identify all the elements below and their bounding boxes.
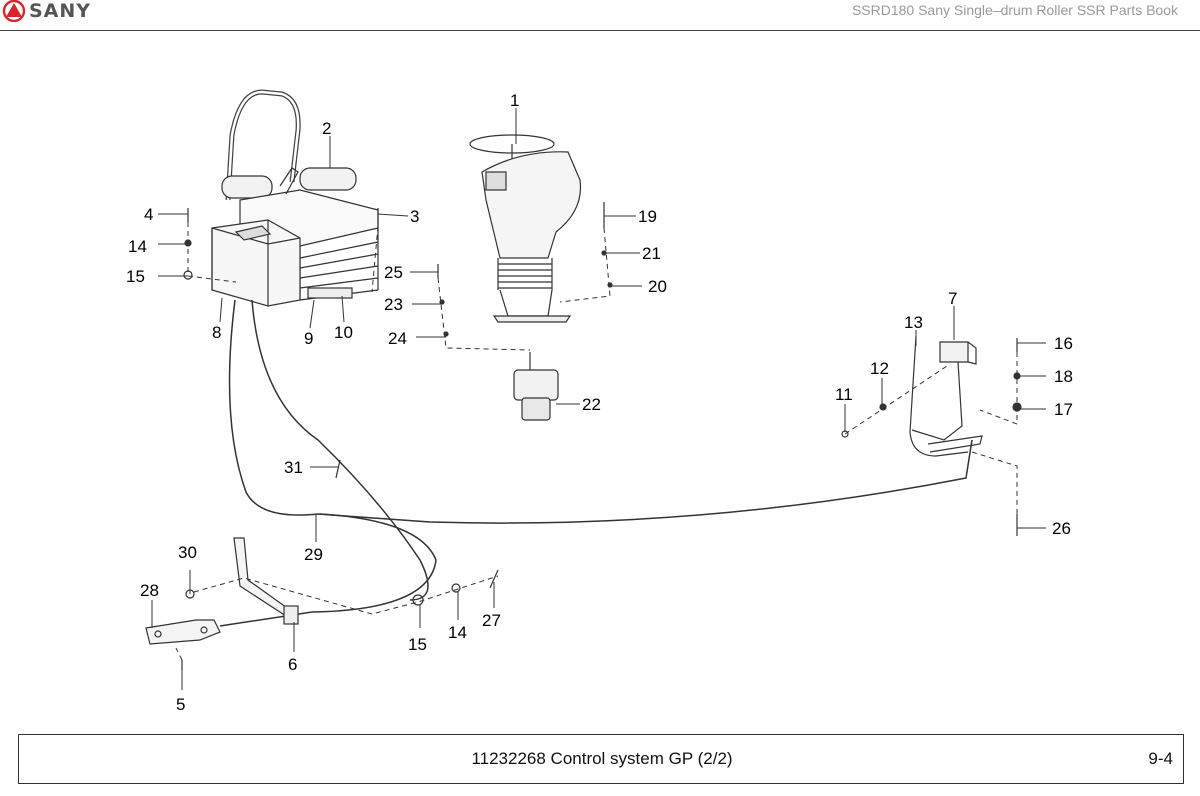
callout-15-upper: 15 xyxy=(126,267,145,286)
callout-23: 23 xyxy=(384,295,403,314)
callout-14-lower: 14 xyxy=(448,623,467,642)
callout-leaders xyxy=(151,108,1046,690)
brand-name: SANY xyxy=(29,0,92,22)
callout-16: 16 xyxy=(1054,334,1073,353)
callout-25: 25 xyxy=(384,263,403,282)
callout-18: 18 xyxy=(1054,367,1073,386)
callout-11: 11 xyxy=(835,385,853,404)
callout-29: 29 xyxy=(304,545,323,564)
callout-labels: 1 2 3 4 14 15 8 9 10 25 23 24 22 19 21 2… xyxy=(126,91,1073,714)
callout-31: 31 xyxy=(284,458,303,477)
callout-1: 1 xyxy=(510,91,519,110)
callout-4: 4 xyxy=(144,205,153,224)
drawing-title: 11232268 Control system GP (2/2) xyxy=(471,749,733,768)
header-rule xyxy=(0,30,1200,31)
lever-bracket xyxy=(145,537,299,645)
cable-c xyxy=(219,513,437,627)
exploded-view-drawing: 1 2 3 4 14 15 8 9 10 25 23 24 22 19 21 2… xyxy=(126,89,1073,714)
callout-27: 27 xyxy=(482,611,501,630)
title-block: 11232268 Control system GP (2/2) 9-4 xyxy=(18,734,1184,784)
control-box xyxy=(211,219,301,307)
callout-19: 19 xyxy=(638,207,657,226)
valve-22 xyxy=(513,352,559,421)
callout-12: 12 xyxy=(870,359,889,378)
callout-17: 17 xyxy=(1054,400,1073,419)
page-number: 9-4 xyxy=(1148,749,1173,768)
callout-3: 3 xyxy=(410,207,419,226)
callout-28: 28 xyxy=(140,581,159,600)
steering-column xyxy=(469,134,582,323)
book-title: SSRD180 Sany Single–drum Roller SSR Part… xyxy=(851,2,1178,18)
callout-21: 21 xyxy=(642,244,661,263)
callout-15-lower: 15 xyxy=(408,635,427,654)
callout-24: 24 xyxy=(388,329,407,348)
sany-logo: SANY xyxy=(2,0,91,22)
callout-7: 7 xyxy=(948,289,957,308)
page-header: SANY SSRD180 Sany Single–drum Roller SSR… xyxy=(0,0,1200,30)
sany-logo-icon xyxy=(2,0,26,22)
callout-14-upper: 14 xyxy=(128,237,147,256)
parts-illustration xyxy=(145,89,1022,670)
callout-20: 20 xyxy=(648,277,667,296)
callout-22: 22 xyxy=(582,395,601,414)
cable-b xyxy=(228,299,973,524)
bolts xyxy=(181,202,1022,670)
pedal-bracket xyxy=(909,335,983,457)
callout-26: 26 xyxy=(1052,519,1071,538)
callout-13: 13 xyxy=(904,313,923,332)
callout-6: 6 xyxy=(288,655,297,674)
callout-2: 2 xyxy=(322,119,331,138)
callout-8: 8 xyxy=(212,323,221,342)
callout-5: 5 xyxy=(176,695,185,714)
callout-30: 30 xyxy=(178,543,197,562)
callout-9: 9 xyxy=(304,329,313,348)
callout-10: 10 xyxy=(334,323,353,342)
